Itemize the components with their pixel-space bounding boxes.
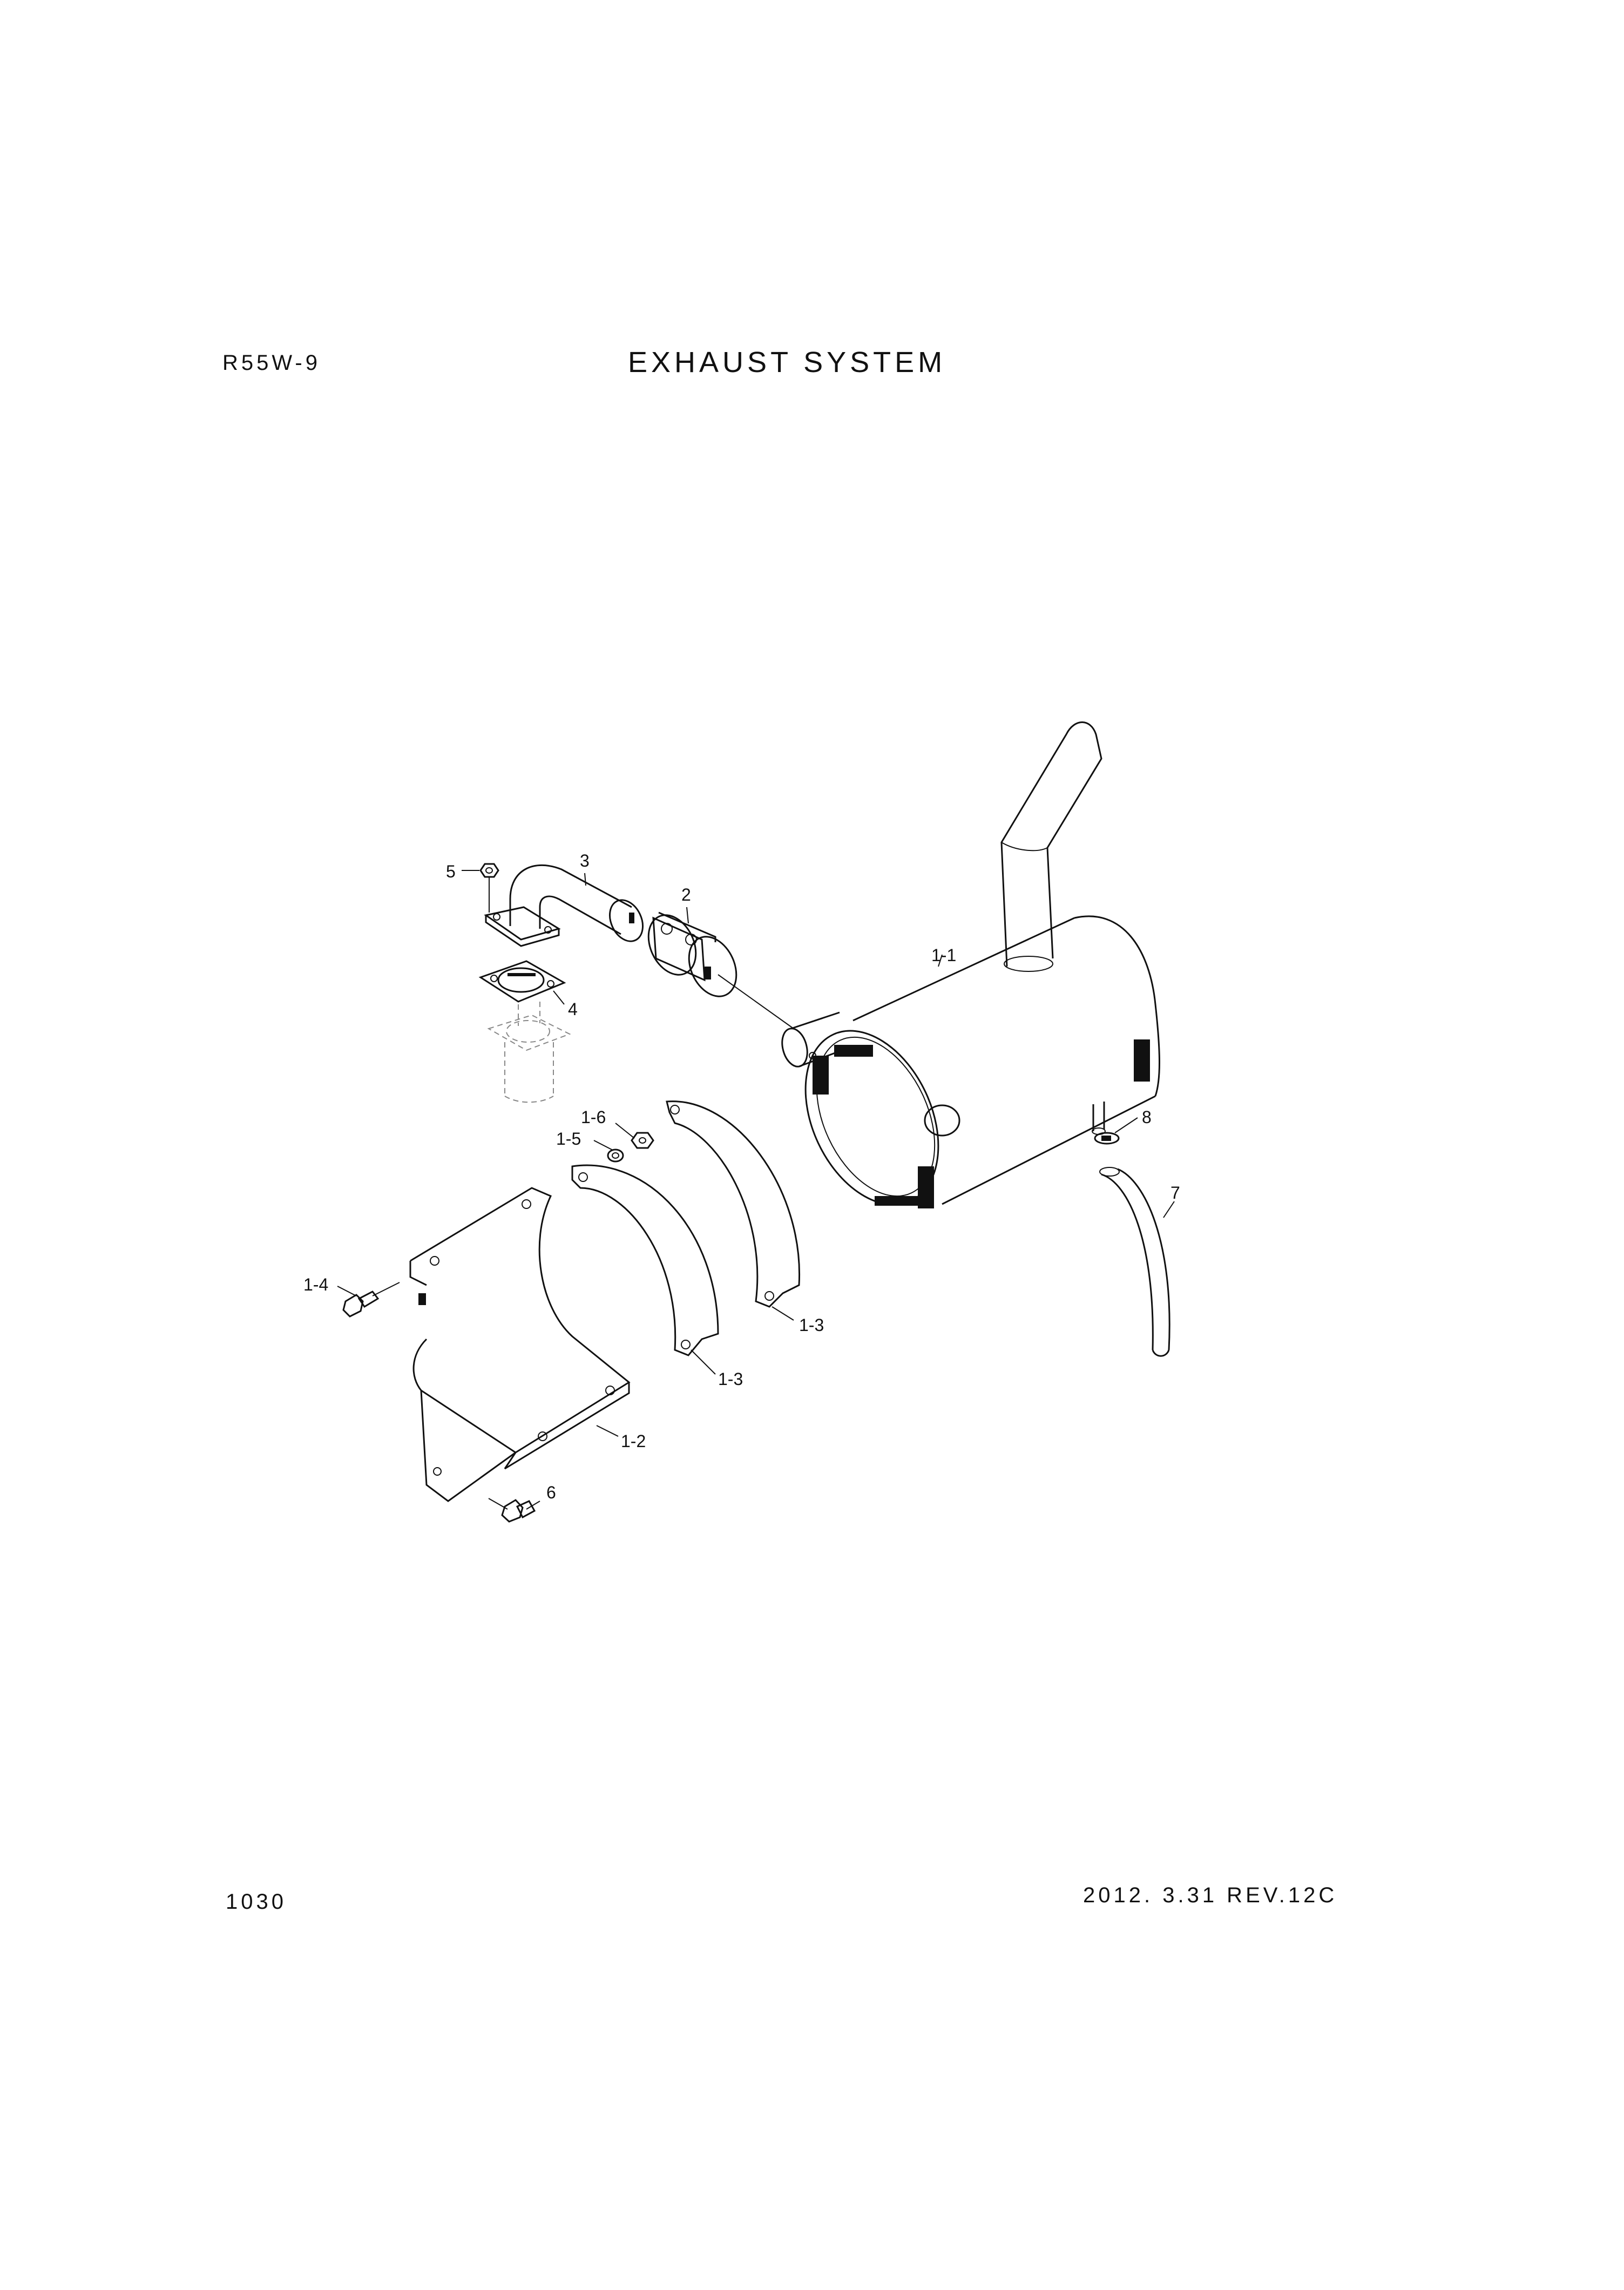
elbow-pipe <box>484 864 644 947</box>
callout-8: 8 <box>1142 1107 1152 1127</box>
callout-7: 7 <box>1170 1183 1180 1203</box>
nut <box>631 1132 654 1149</box>
callout-1-1: 1-1 <box>931 945 956 965</box>
callout-6: 6 <box>546 1483 556 1502</box>
muffler <box>781 721 1160 1208</box>
model-label: R55W-9 <box>222 351 321 375</box>
callout-5: 5 <box>446 862 456 881</box>
callout-1-5: 1-5 <box>556 1129 581 1149</box>
washer <box>607 1149 624 1163</box>
engine-flange-reference <box>487 1002 571 1103</box>
muffler-bracket <box>409 1187 631 1502</box>
callout-3: 3 <box>580 851 590 870</box>
leader-lines <box>337 870 1175 1510</box>
page-number: 1030 <box>226 1890 287 1914</box>
band-strap-right <box>666 1100 801 1308</box>
mounting-bolt <box>488 1498 536 1523</box>
pipe-clamp <box>647 911 737 997</box>
callout-1-3-right: 1-3 <box>799 1315 824 1335</box>
page-title: EXHAUST SYSTEM <box>628 346 946 379</box>
bracket-bolt <box>342 1282 400 1318</box>
flange-nut <box>479 863 499 913</box>
callout-1-3-left: 1-3 <box>718 1369 743 1389</box>
callout-1-4: 1-4 <box>303 1275 328 1294</box>
drain-hose <box>1099 1167 1170 1357</box>
callout-1-6: 1-6 <box>581 1107 606 1127</box>
gasket <box>478 960 566 1003</box>
revision-date: 2012. 3.31 REV.12C <box>1083 1883 1338 1907</box>
callout-2: 2 <box>681 885 691 904</box>
callout-4: 4 <box>568 999 578 1019</box>
band-strap-left <box>571 1164 719 1356</box>
callout-1-2: 1-2 <box>621 1431 646 1451</box>
hose-clip <box>1094 1132 1120 1145</box>
